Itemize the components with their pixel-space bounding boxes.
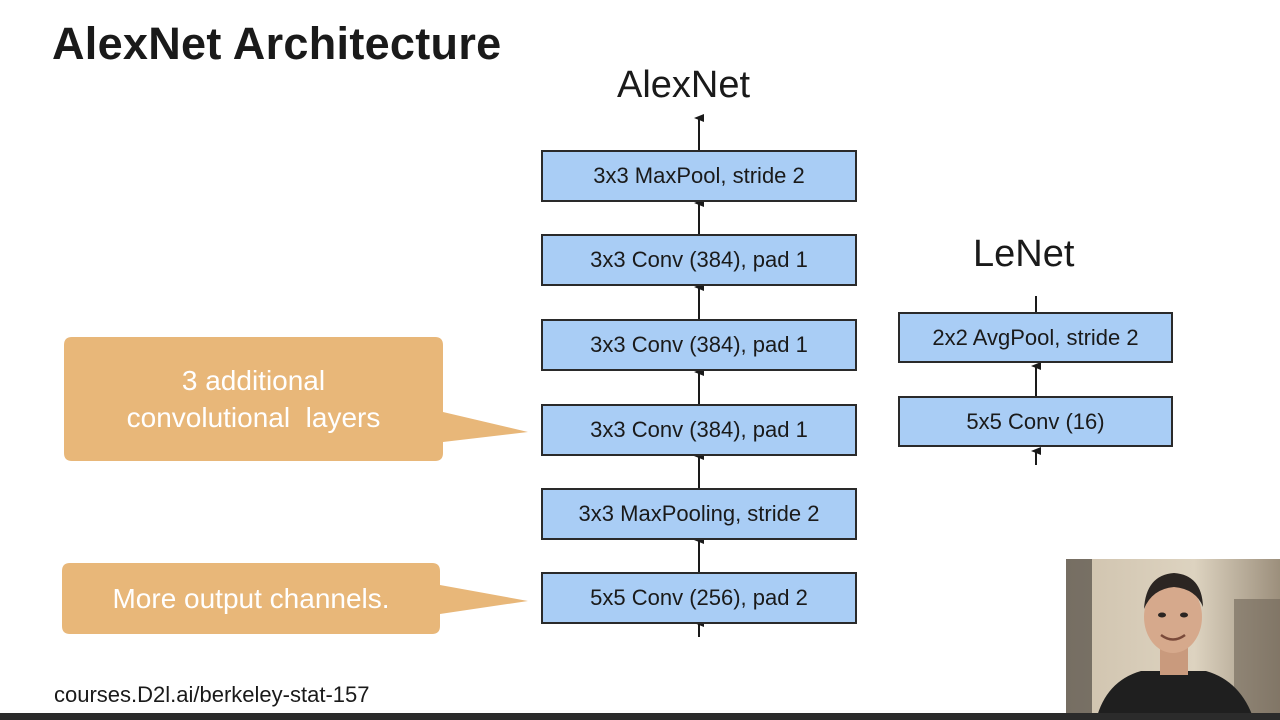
footer-url: courses.D2l.ai/berkeley-stat-157 bbox=[54, 682, 370, 707]
alexnet-layer-conv384-2: 3x3 Conv (384), pad 1 bbox=[541, 319, 857, 371]
slide-title: AlexNet Architecture bbox=[52, 18, 502, 69]
alexnet-layer-maxpooling: 3x3 MaxPooling, stride 2 bbox=[541, 488, 857, 540]
presenter-webcam bbox=[1066, 559, 1280, 720]
alexnet-layer-maxpool-top: 3x3 MaxPool, stride 2 bbox=[541, 150, 857, 202]
alexnet-label: AlexNet bbox=[617, 64, 751, 106]
callout-output-channels-text: More output channels. bbox=[112, 583, 390, 614]
callout-additional-layers-text: 3 additional convolutional layers bbox=[64, 362, 443, 436]
callout-additional-layers-line2: convolutional layers bbox=[126, 402, 381, 433]
lenet-layer-avgpool: 2x2 AvgPool, stride 2 bbox=[898, 312, 1173, 363]
lenet-layer-conv16: 5x5 Conv (16) bbox=[898, 396, 1173, 447]
callout-additional-layers bbox=[64, 337, 528, 461]
alexnet-layer-conv384-3: 3x3 Conv (384), pad 1 bbox=[541, 234, 857, 286]
alexnet-layer-conv256: 5x5 Conv (256), pad 2 bbox=[541, 572, 857, 624]
alexnet-layer-conv384-1: 3x3 Conv (384), pad 1 bbox=[541, 404, 857, 456]
bottom-bar bbox=[0, 713, 1280, 720]
callout-output-channels bbox=[62, 563, 528, 634]
callout-additional-layers-line1: 3 additional bbox=[181, 365, 326, 396]
lenet-label: LeNet bbox=[973, 233, 1075, 275]
